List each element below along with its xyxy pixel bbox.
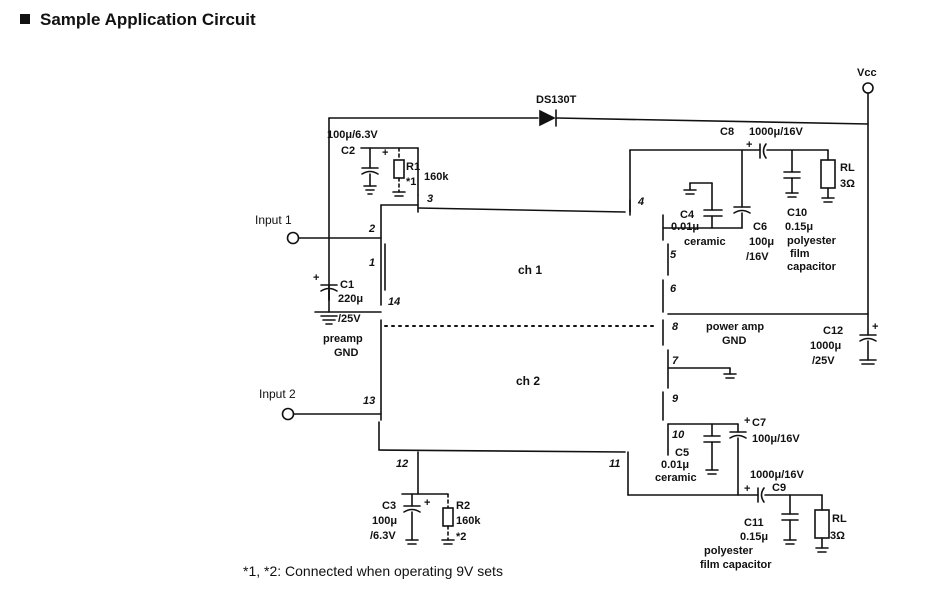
rl1-value: 3Ω [840,178,855,190]
polarity-plus-c3: + [424,497,430,509]
power-amp-block [627,149,761,496]
pin-9-label: 9 [672,393,679,405]
pin-4-label: 4 [637,196,644,208]
c9-name: C9 [772,482,786,494]
rl2-name: RL [832,513,847,525]
c11-value: 0.15μ [740,531,768,543]
c5-type: ceramic [655,472,697,484]
polarity-plus-c8: + [746,139,752,151]
c6-name: C6 [753,221,767,233]
c12-name: C12 [823,325,843,337]
channel-2-label: ch 2 [516,374,540,388]
polarity-plus-c7: + [744,415,750,427]
c5-c7-network [667,423,747,496]
pin-12-label: 12 [396,458,408,470]
c3-r2-network [401,451,455,545]
pin-1-label: 1 [369,257,375,269]
r1-name: R1 [406,161,420,173]
c10-type3: capacitor [787,261,837,273]
c5-value: 0.01μ [661,459,689,471]
c2-value: 100μ/6.3V [327,129,378,141]
c6-value: 100μ [749,236,774,248]
pin-11-label: 11 [609,458,620,470]
input-1-label: Input 1 [255,213,292,227]
c12-rating: /25V [812,355,835,367]
c7-value: 100μ/16V [752,433,800,445]
c11-type2: film capacitor [700,559,772,571]
r1-value: 160k [424,171,449,183]
polarity-plus-c12: + [872,321,878,333]
diode-ds130t [539,109,557,127]
preamp-gnd-line2: GND [334,347,359,359]
c8-value: 1000μ/16V [749,126,803,138]
c10-value: 0.15μ [785,221,813,233]
vcc-label: Vcc [857,67,877,79]
pin7-ground [667,367,737,379]
preamp-block [378,194,656,453]
c5-name: C5 [675,447,689,459]
diode-label: DS130T [536,94,577,106]
pin-14-label: 14 [388,296,400,308]
vcc-terminal [862,82,874,94]
square-bullet-icon [20,14,30,24]
c10-type1: polyester [787,235,837,247]
c4-name: C4 [680,209,695,221]
c4-value: 0.01μ [671,221,699,233]
c11-type1: polyester [704,545,754,557]
polarity-plus-c2: + [382,147,388,159]
input-1-terminal [286,231,382,245]
pin-5-label: 5 [670,249,677,261]
c11-name: C11 [744,517,764,529]
r2-name: R2 [456,500,470,512]
c3-value: 100μ [372,515,397,527]
output-2-network [757,487,830,553]
c3-rating: /6.3V [370,530,396,542]
c2-name: C2 [341,145,355,157]
r2-value: 160k [456,515,481,527]
c2-r1-network [360,147,419,197]
power-gnd-line2: GND [722,335,747,347]
input-2-terminal [281,407,382,421]
r2-note: *2 [456,531,466,543]
pin-3-label: 3 [427,193,433,205]
c3-name: C3 [382,500,396,512]
page-title: Sample Application Circuit [20,10,256,30]
pin-2-label: 2 [368,223,375,235]
c4-type: ceramic [684,236,726,248]
c1-rating: /25V [338,313,361,325]
c1-value: 220μ [338,293,363,305]
vcc-rail [328,82,874,315]
pin-13-label: 13 [363,395,375,407]
pin-10-label: 10 [672,429,685,441]
pin-8-label: 8 [672,321,679,333]
c7-name: C7 [752,417,766,429]
title-text: Sample Application Circuit [40,10,256,29]
output-1-network [759,143,836,203]
rl2-value: 3Ω [830,530,845,542]
c1-capacitor [314,284,382,325]
c12-value: 1000μ [810,340,841,352]
pin-7-label: 7 [672,355,679,367]
rl1-name: RL [840,162,855,174]
c9-value: 1000μ/16V [750,469,804,481]
c1-name: C1 [340,279,354,291]
pin-6-label: 6 [670,283,677,295]
c6-rating: /16V [746,251,769,263]
footnote: *1, *2: Connected when operating 9V sets [243,563,503,579]
preamp-gnd-line1: preamp [323,333,363,345]
input-2-label: Input 2 [259,387,296,401]
polarity-plus-c1: + [313,272,319,284]
c8-name: C8 [720,126,734,138]
c12-capacitor [859,313,877,365]
c10-name: C10 [787,207,807,219]
polarity-plus-c9: + [744,483,750,495]
r1-note: *1 [406,176,416,188]
power-gnd-line1: power amp [706,321,764,333]
c4-c6-network [662,149,751,229]
c10-type2: film [790,248,810,260]
channel-1-label: ch 1 [518,263,542,277]
